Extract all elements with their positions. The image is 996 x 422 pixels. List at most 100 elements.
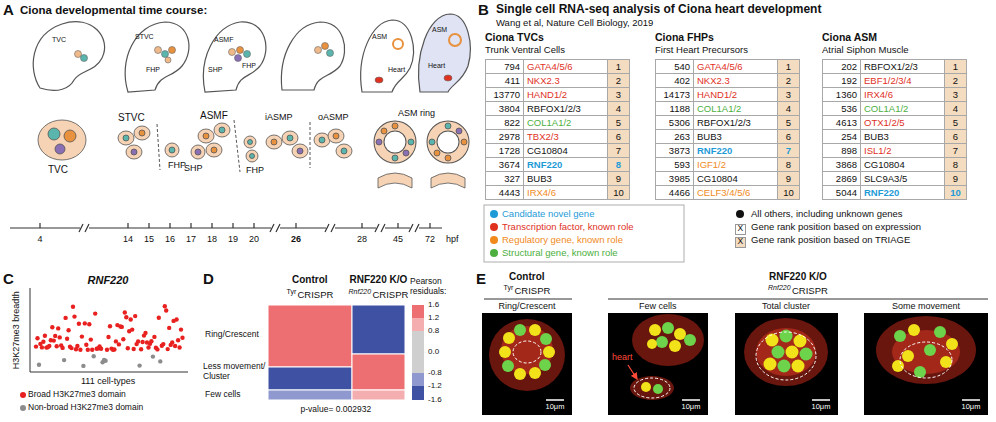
tick-label: 14 bbox=[123, 234, 133, 244]
cell-label: TVC bbox=[52, 36, 66, 44]
scatter-dot bbox=[71, 305, 75, 309]
image-label: Some movement bbox=[892, 301, 960, 311]
cell-drawing bbox=[126, 145, 142, 159]
micrograph bbox=[499, 322, 958, 394]
table-cell: 202 bbox=[822, 59, 861, 74]
table-cell: EBF1/2/3/4 bbox=[860, 73, 945, 88]
embryo-cells bbox=[235, 55, 242, 62]
cell-drawing bbox=[118, 131, 134, 145]
table-cell: 2 bbox=[607, 73, 630, 88]
scatter-dot bbox=[75, 344, 79, 348]
scatter-dot bbox=[164, 308, 168, 312]
embryo-cells bbox=[375, 77, 383, 83]
cell-drawing bbox=[48, 128, 60, 140]
table-cell: GATA4/5/6 bbox=[523, 59, 608, 74]
scatter-dot bbox=[126, 346, 130, 350]
mosaic-plot bbox=[268, 367, 352, 390]
tick-label: 20 bbox=[249, 234, 259, 244]
table-cell: 7 bbox=[607, 143, 630, 158]
cell-drawing bbox=[195, 149, 201, 155]
micrograph bbox=[543, 346, 555, 358]
scatter-dot bbox=[80, 334, 84, 338]
column-header: CRISPR bbox=[515, 286, 551, 297]
timeline bbox=[410, 224, 419, 232]
timeline bbox=[326, 224, 335, 232]
micrograph bbox=[482, 313, 988, 415]
table-cell: 2869 bbox=[822, 171, 861, 186]
scatter-dot bbox=[43, 334, 47, 338]
table-cell: COL1A1/2 bbox=[523, 115, 608, 130]
table-cell: 4466 bbox=[655, 185, 694, 200]
scatter-dot bbox=[89, 337, 93, 341]
scatter-dot bbox=[35, 336, 39, 340]
embryo-cells bbox=[75, 51, 82, 58]
micrograph bbox=[792, 360, 805, 373]
micrograph bbox=[756, 328, 816, 376]
table-cell: HAND1/2 bbox=[523, 87, 608, 102]
legend-dot bbox=[20, 405, 26, 411]
micrograph bbox=[539, 359, 551, 371]
timeline bbox=[375, 224, 385, 232]
cell-drawing bbox=[378, 173, 412, 188]
scatter-dot bbox=[47, 344, 51, 348]
embryo-outline bbox=[33, 14, 470, 92]
column-header: RNF220 K/O bbox=[350, 274, 408, 286]
scatter-dot bbox=[55, 344, 59, 348]
cell-drawing bbox=[169, 147, 175, 153]
scatter-dot bbox=[136, 339, 140, 343]
scatter-dot bbox=[66, 328, 70, 332]
cell-drawing bbox=[123, 135, 129, 141]
table-cell: 411 bbox=[485, 73, 524, 88]
timeline bbox=[376, 224, 385, 232]
cell-label: STVC bbox=[135, 33, 154, 41]
timeline bbox=[270, 224, 280, 232]
cell-drawing bbox=[403, 150, 409, 156]
scatter-dot bbox=[77, 322, 81, 326]
table-cell: IRX4/6 bbox=[523, 185, 608, 200]
scatter-dot bbox=[152, 335, 156, 339]
cell-label: ASM bbox=[372, 33, 387, 41]
cell-drawing bbox=[266, 135, 282, 149]
tick-label: 17 bbox=[186, 234, 196, 244]
micrograph bbox=[772, 346, 785, 359]
embryo-outline bbox=[419, 14, 471, 92]
table-title: Ciona FHPs bbox=[655, 31, 714, 43]
cell-drawing bbox=[336, 144, 352, 158]
cell-drawing bbox=[297, 148, 303, 154]
micrograph bbox=[632, 314, 704, 366]
table-cell: 2 bbox=[944, 73, 967, 88]
scatter-dot bbox=[83, 321, 87, 325]
mosaic-plot bbox=[268, 305, 352, 367]
table-subtitle: Trunk Ventral Cells bbox=[485, 45, 565, 56]
table-cell: RNF220 bbox=[860, 185, 945, 200]
legend-text: All others, including unknown genes bbox=[751, 209, 903, 220]
micrograph bbox=[546, 399, 980, 401]
axis-title: H3K27me3 breadth bbox=[11, 291, 21, 369]
micrograph bbox=[900, 342, 952, 378]
micrograph bbox=[876, 316, 976, 384]
cell-drawing bbox=[456, 128, 462, 134]
scatter-dot bbox=[90, 348, 94, 352]
micrograph bbox=[634, 378, 670, 398]
embryo-cells bbox=[315, 47, 322, 54]
superscript: Rnf220 bbox=[768, 284, 791, 292]
cell-drawing bbox=[429, 139, 435, 145]
embryo-cells bbox=[393, 39, 403, 49]
micrograph bbox=[674, 328, 686, 340]
table-cell: BUB3 bbox=[523, 171, 608, 186]
table-cell: TBX2/3 bbox=[523, 129, 608, 144]
cell-drawing bbox=[246, 150, 258, 162]
legend-text: Transcription factor, known role bbox=[502, 222, 634, 233]
tick-label: 4 bbox=[38, 234, 43, 244]
column-header: CRISPR bbox=[298, 290, 334, 301]
table-cell: 263 bbox=[655, 129, 694, 144]
cell-drawing bbox=[341, 148, 347, 154]
table-cell: 3873 bbox=[655, 143, 694, 158]
micrograph bbox=[630, 376, 674, 400]
embryo-cells bbox=[165, 57, 171, 63]
scale-bar-label: 10μm bbox=[546, 403, 565, 412]
column-header: RNF220 K/O bbox=[769, 271, 827, 283]
micrograph bbox=[684, 334, 696, 346]
column-header: Control bbox=[292, 274, 328, 286]
cell-drawing bbox=[198, 129, 214, 143]
